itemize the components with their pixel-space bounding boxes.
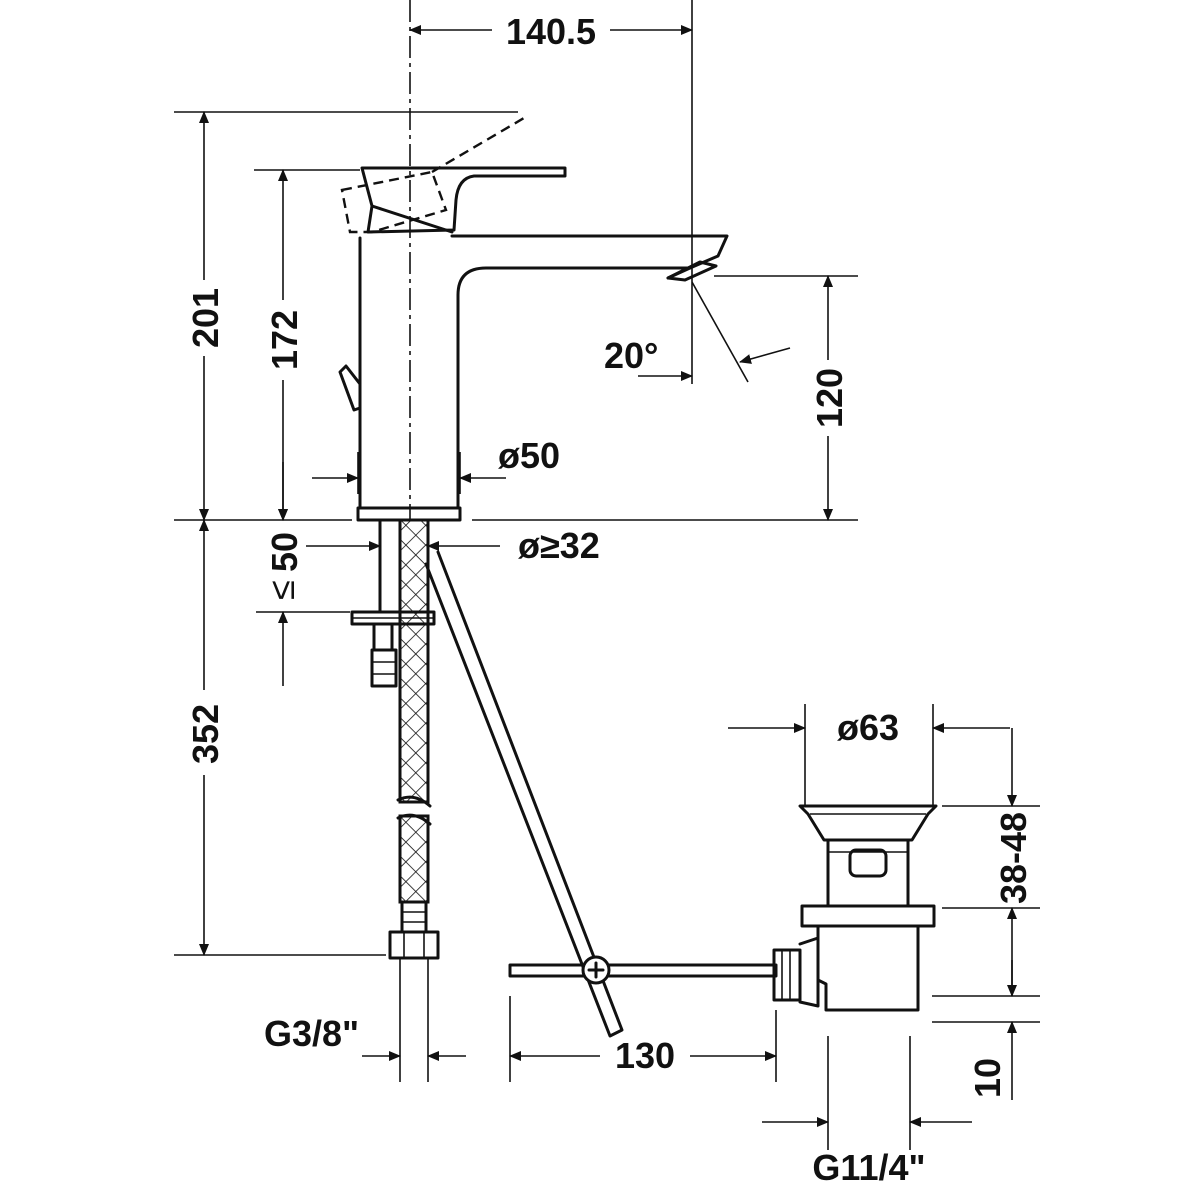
lever-open-position — [340, 170, 448, 234]
dim-rod-length: 130 — [615, 1035, 675, 1076]
dim-hole-diameter: ø≥32 — [518, 525, 600, 566]
waste-nut — [800, 904, 936, 928]
dim-body-diameter: ø50 — [498, 435, 560, 476]
dim-thread-length: 10 — [967, 1058, 1008, 1098]
waste-tail — [816, 924, 920, 1012]
dimension-lines — [174, 0, 1040, 1150]
faucet-base-ring — [356, 506, 462, 522]
dim-supply-thread: G3/8" — [264, 1013, 359, 1054]
lever-handle — [360, 166, 567, 234]
dim-total-height: 201 — [185, 288, 226, 348]
dim-waste-thread: G11/4" — [812, 1147, 925, 1188]
faucet — [338, 0, 729, 1082]
hose-nut — [388, 930, 440, 960]
popup-rod — [424, 550, 624, 1038]
popup-knob — [338, 364, 362, 412]
braided-hose-upper — [398, 518, 430, 804]
popup-waste — [508, 804, 938, 1012]
waste-side-port — [772, 948, 802, 1002]
dim-spray-angle: 20° — [604, 335, 658, 376]
dim-hose-length: 352 — [185, 704, 226, 764]
lift-rod — [508, 963, 778, 978]
waste-flange — [798, 804, 938, 842]
dim-waste-height: 38-48 — [993, 812, 1034, 904]
dim-body-height: 172 — [264, 310, 305, 370]
dim-outlet-height: 120 — [809, 368, 850, 428]
waste-slot — [848, 848, 888, 878]
dim-spout-reach: 140.5 — [506, 11, 596, 52]
dim-max-deck-symbol: ≤ — [261, 580, 302, 600]
dim-waste-diameter: ø63 — [837, 707, 899, 748]
braided-hose-lower — [398, 814, 430, 904]
dim-max-deck-thickness: 50 — [264, 532, 305, 572]
dimension-labels: 140.5 201 172 120 20° ø50 ø≥32 50 ≤ 352 … — [185, 11, 1034, 1188]
